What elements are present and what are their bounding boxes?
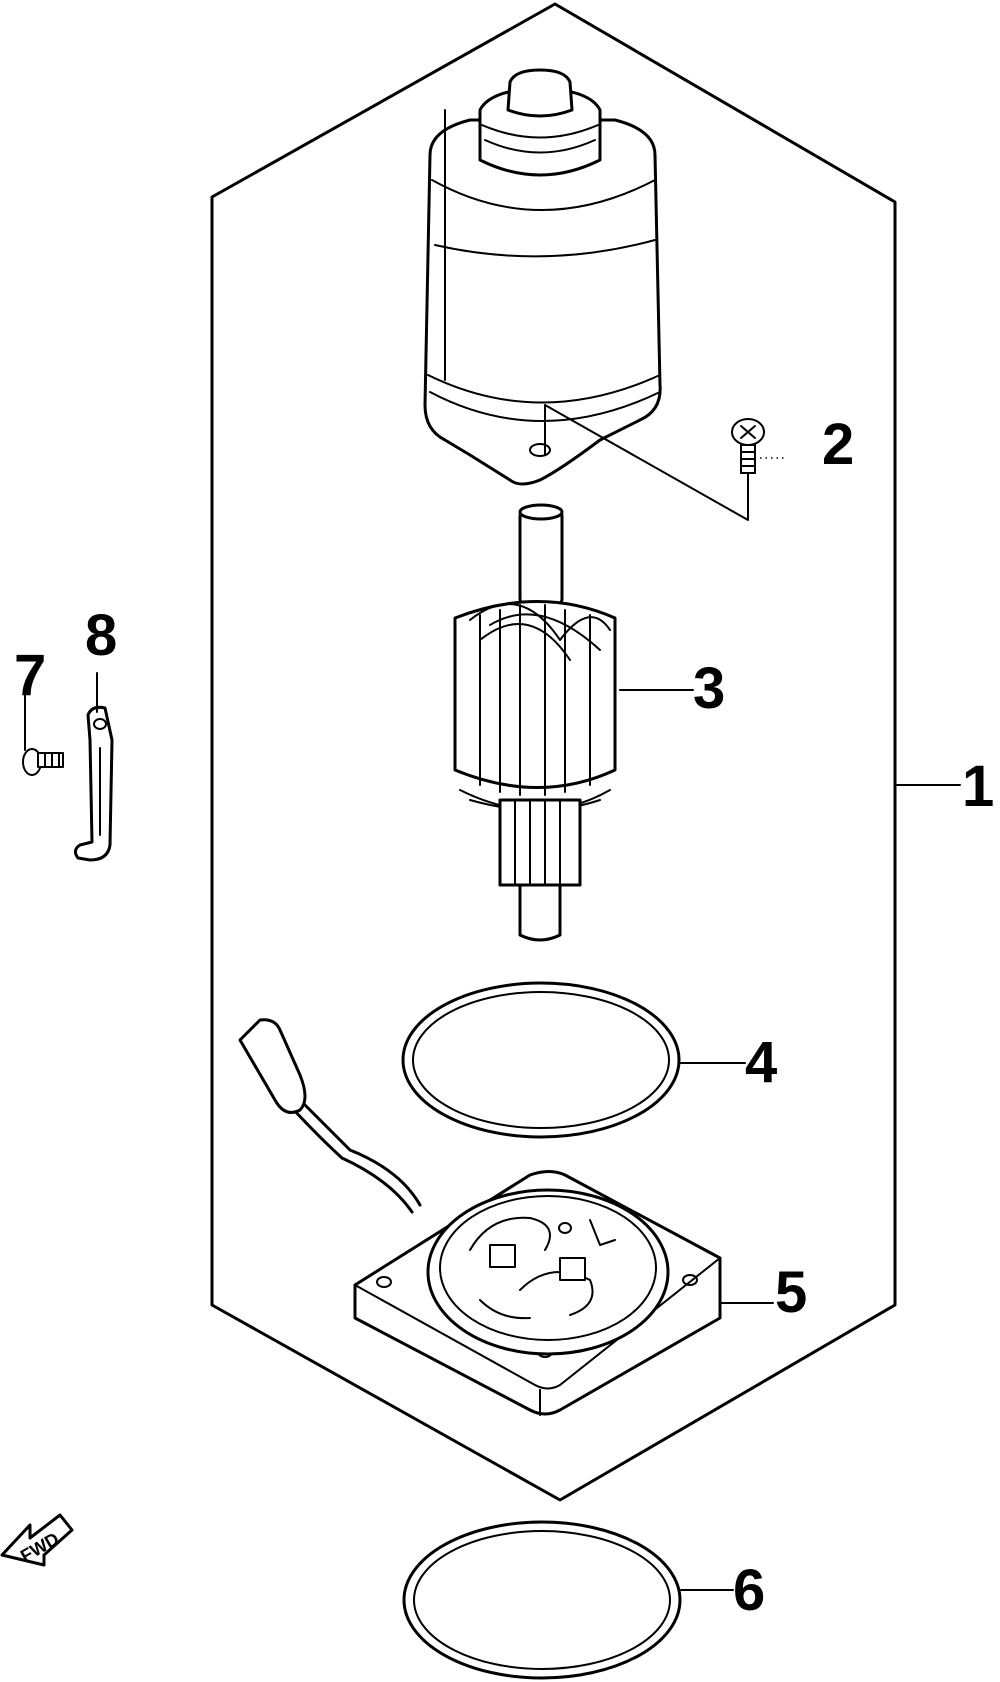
o-ring-part-6 xyxy=(402,1520,682,1680)
screw-part-7 xyxy=(22,748,64,776)
armature-part-3 xyxy=(453,503,617,942)
bracket-part-8 xyxy=(73,705,114,862)
callout-number-3: 3 xyxy=(693,656,725,721)
leader-line-2b xyxy=(544,404,749,521)
callout-number-1: 1 xyxy=(962,754,994,819)
motor-housing xyxy=(423,68,662,486)
assembly-outline xyxy=(210,2,897,1502)
fwd-arrow-icon: FWD xyxy=(0,1513,74,1567)
callout-number-4: 4 xyxy=(745,1030,777,1095)
callout-number-2: 2 xyxy=(822,412,854,477)
o-ring-part-4 xyxy=(401,981,681,1139)
callout-number-8: 8 xyxy=(85,603,117,668)
brush-holder-part-5 xyxy=(238,1018,722,1416)
screw-part-2 xyxy=(731,418,785,474)
callout-number-5: 5 xyxy=(775,1260,807,1325)
callout-number-6: 6 xyxy=(733,1558,765,1623)
callout-number-7: 7 xyxy=(14,643,46,708)
